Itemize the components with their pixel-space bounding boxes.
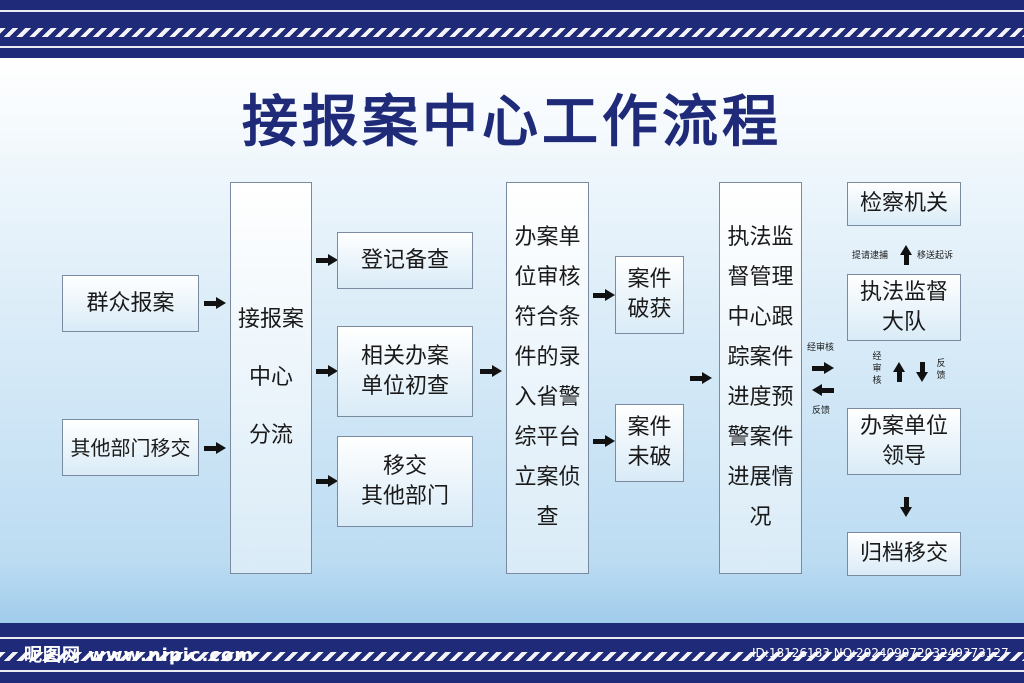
label-arrest-request: 提请逮捕 (852, 251, 889, 261)
top-banner (0, 0, 1024, 58)
box-register: 登记备查 (337, 232, 473, 289)
label-after-review-vertical: 经审核 (872, 352, 882, 386)
page-title: 接报案中心工作流程 (242, 90, 782, 155)
arrow-up (893, 362, 905, 382)
arrow-right (593, 289, 615, 301)
bottom-banner (0, 623, 1024, 683)
box-solved: 案件 破获 (615, 256, 684, 334)
box-archive: 归档移交 (847, 532, 961, 576)
box-supervision-center: 执法监 督管理 中心跟 踪案件 进度预 警案件 进展情 况 (719, 182, 802, 574)
box-reception-center: 接报案 中心 分流 (230, 182, 312, 574)
watermark-id: ID:18126183 NO:20240907203249373127 (752, 646, 1009, 660)
watermark-site: 昵图网 www.nipic.com (24, 645, 255, 666)
label-feedback-vertical: 反馈 (936, 359, 946, 381)
arrow-right (690, 372, 712, 384)
arrow-down (916, 362, 928, 382)
label-after-review: 经审核 (807, 343, 835, 353)
arrow-left (812, 384, 834, 396)
arrow-right (204, 442, 226, 454)
arrow-right (480, 365, 502, 377)
arrow-right (316, 475, 338, 487)
arrow-right (204, 297, 226, 309)
box-procuratorate: 检察机关 (847, 182, 961, 226)
box-other-dept-transfer: 其他部门移交 (62, 419, 199, 476)
top-stripe-line (0, 46, 1024, 48)
box-supervision-team: 执法监督 大队 (847, 274, 961, 341)
box-unsolved: 案件 未破 (615, 404, 684, 482)
label-feedback: 反馈 (812, 406, 831, 416)
box-unit-leader: 办案单位 领导 (847, 408, 961, 475)
top-stripe-line (0, 10, 1024, 12)
box-public-report: 群众报案 (62, 275, 199, 332)
arrow-down (900, 497, 912, 517)
box-case-filing: 办案单 位审核 符合条 件的录 入省警 综平台 立案侦 查 (506, 182, 589, 574)
box-transfer-other: 移交 其他部门 (337, 436, 473, 527)
label-prosecution: 移送起诉 (917, 251, 954, 261)
box-preliminary-check: 相关办案 单位初查 (337, 326, 473, 417)
arrow-up (900, 245, 912, 265)
arrow-right (316, 365, 338, 377)
arrow-right (812, 362, 834, 374)
arrow-right (593, 435, 615, 447)
bottom-stripe-line (0, 637, 1024, 639)
bottom-chevron-border (0, 652, 1024, 661)
bottom-stripe-line (0, 670, 1024, 672)
top-chevron-border (0, 28, 1024, 37)
arrow-right (316, 254, 338, 266)
